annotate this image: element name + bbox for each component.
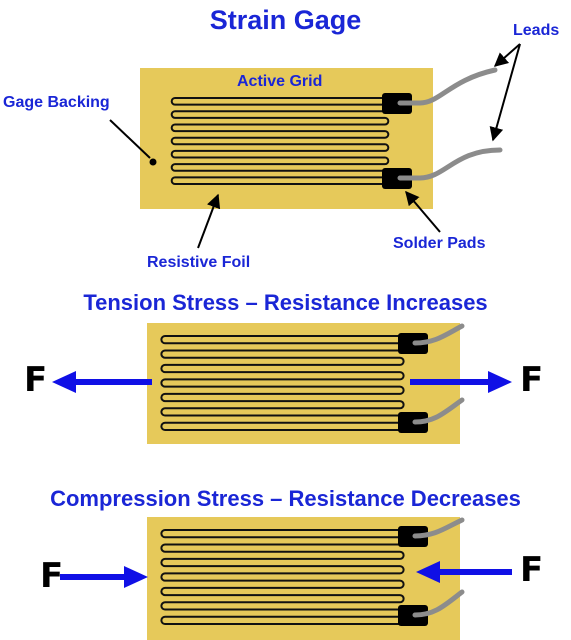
compression-arrowhead-right	[416, 561, 440, 583]
tension-lead-top	[412, 323, 465, 346]
compression-arrowhead-left	[124, 566, 148, 588]
tension-lead-bottom	[412, 397, 465, 425]
solder-pad-top	[382, 93, 412, 114]
tension-force-right: F	[520, 360, 544, 400]
main-gage	[109, 43, 521, 249]
resistive-foil-label: Resistive Foil	[147, 254, 251, 271]
active-grid	[170, 97, 390, 185]
compression-gage	[60, 517, 512, 640]
tension-gage	[52, 323, 512, 444]
solder-pad-bottom	[382, 168, 412, 189]
lead-wire-bottom	[397, 147, 503, 181]
tension-grid	[160, 335, 405, 431]
tension-heading: Tension Stress – Resistance Increases	[83, 290, 488, 315]
page-title: Strain Gage	[209, 5, 362, 35]
tension-force-left: F	[24, 360, 48, 400]
foil-pointer	[197, 193, 221, 249]
compression-grid	[160, 529, 405, 625]
solder-pads-label: Solder Pads	[393, 235, 486, 252]
compression-force-left: F	[40, 556, 64, 596]
lead-wire-top	[397, 67, 498, 106]
backing-pointer	[109, 119, 151, 159]
compression-heading: Compression Stress – Resistance Decrease…	[50, 486, 521, 511]
leads-pointer-1	[493, 43, 521, 67]
gage-backing-label: Gage Backing	[3, 94, 110, 111]
backing-dot	[149, 158, 157, 166]
compression-lead-top	[412, 517, 465, 539]
compression-force-right: F	[520, 550, 544, 590]
leads-label: Leads	[513, 22, 560, 39]
compression-lead-bottom	[412, 589, 465, 618]
tension-arrowhead-left	[52, 371, 76, 393]
leads-pointer-2	[489, 43, 521, 142]
active-grid-label: Active Grid	[237, 73, 323, 90]
tension-arrowhead-right	[488, 371, 512, 393]
pads-pointer	[405, 190, 441, 233]
